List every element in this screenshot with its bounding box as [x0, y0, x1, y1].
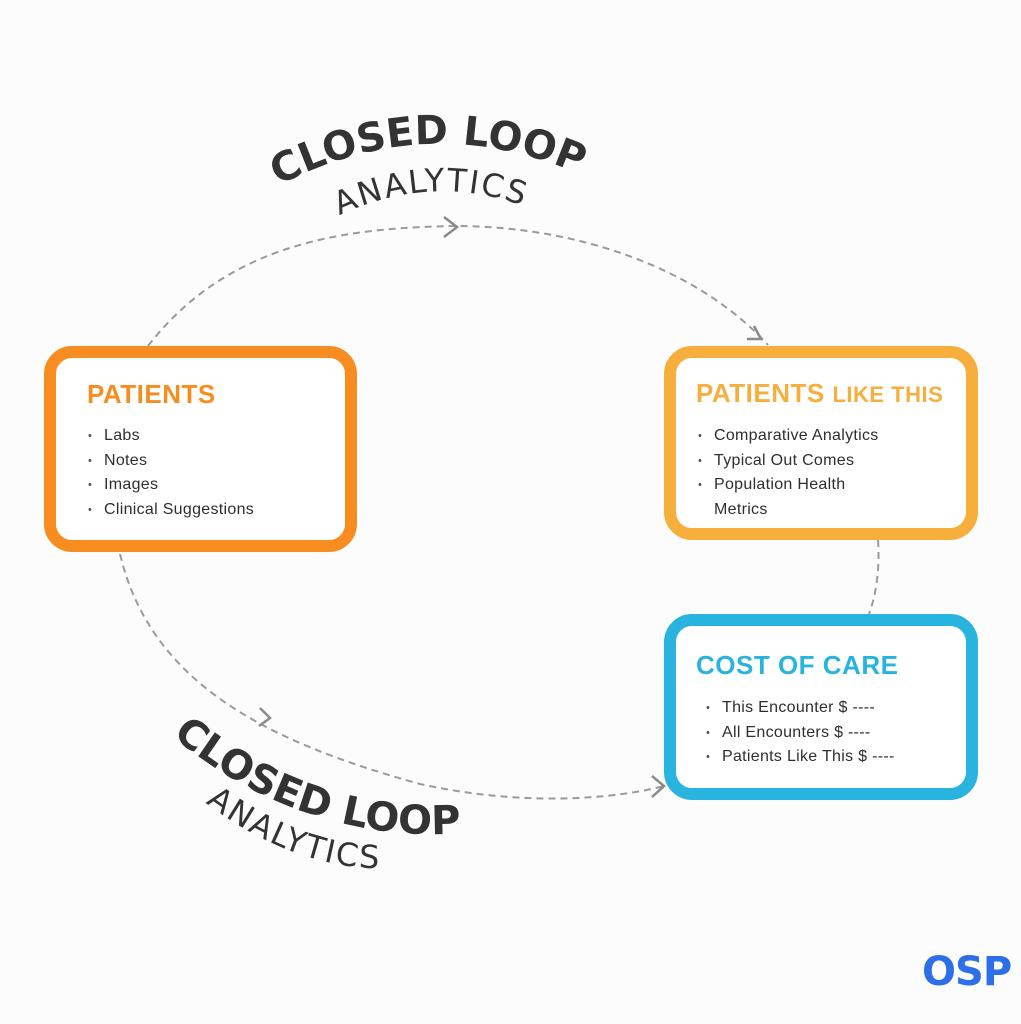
list-item: Comparative Analytics	[698, 424, 968, 449]
arrowhead-right-icon	[747, 325, 764, 341]
patients-like-this-card: PATIENTS LIKE THIS Comparative Analytics…	[664, 346, 978, 540]
osp-logo: OSP	[922, 949, 1012, 995]
patients-card-list: Labs Notes Images Clinical Suggestions	[88, 424, 254, 522]
cost-of-care-card: COST OF CARE This Encounter $ ---- All E…	[664, 614, 978, 800]
list-item: Labs	[88, 424, 254, 449]
list-item: Patients Like This $ ----	[706, 745, 895, 770]
list-item: Images	[88, 473, 254, 498]
connector-top-arc	[147, 224, 769, 347]
list-item: This Encounter $ ----	[706, 696, 895, 721]
arrowhead-bottom-icon	[651, 775, 666, 798]
connector-right	[868, 539, 880, 615]
patients-like-this-card-title: PATIENTS LIKE THIS	[696, 378, 943, 410]
patients-like-this-title-main: PATIENTS	[696, 378, 825, 408]
patients-like-this-title-suffix: LIKE THIS	[832, 382, 944, 407]
list-item: Clinical Suggestions	[88, 498, 254, 523]
arrowhead-top-icon	[443, 216, 460, 238]
list-item: Population Health Metrics	[698, 473, 864, 522]
cost-of-care-card-list: This Encounter $ ---- All Encounters $ -…	[706, 696, 895, 770]
list-item: Notes	[88, 449, 254, 474]
patients-card-title: PATIENTS	[87, 379, 216, 409]
list-item: Typical Out Comes	[698, 449, 968, 474]
loop-label-top-line2: ANALYTICS	[328, 161, 534, 223]
arrowhead-left-icon	[258, 707, 272, 728]
list-item: All Encounters $ ----	[706, 721, 895, 746]
connector-bottom-arc	[119, 553, 665, 800]
loop-label-bottom-line1: CLOSED LOOP	[166, 708, 461, 845]
patients-like-this-card-list: Comparative Analytics Typical Out Comes …	[698, 424, 968, 522]
patients-card: PATIENTS Labs Notes Images Clinical Sugg…	[44, 346, 357, 552]
cost-of-care-card-title: COST OF CARE	[696, 650, 899, 680]
